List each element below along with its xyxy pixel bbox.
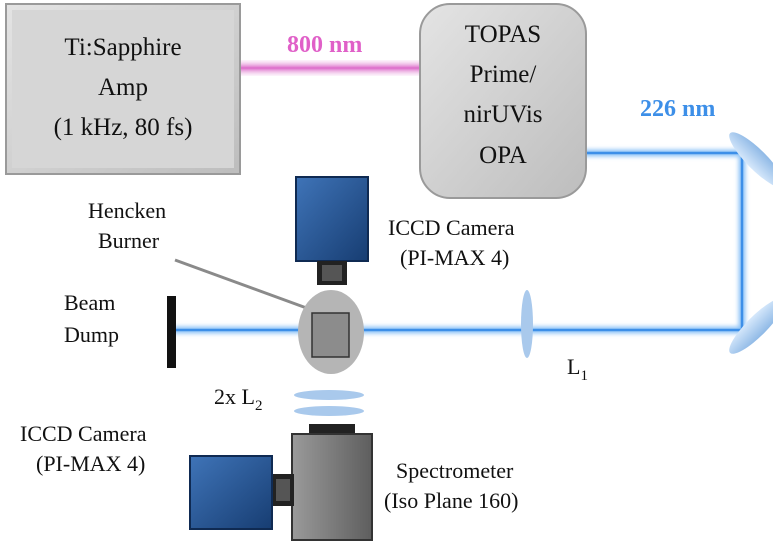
hencken-burner <box>311 312 350 358</box>
mirror-top-right <box>729 132 773 188</box>
opa-label-1: TOPAS <box>465 21 541 48</box>
laser-label-3: (1 kHz, 80 fs) <box>54 114 193 141</box>
beam-dump <box>167 296 176 368</box>
lens-l2-label: 2x L2 <box>214 384 262 414</box>
lens-l2-upper <box>294 390 364 400</box>
laser-label-2: Amp <box>98 74 148 101</box>
uv-wavelength-label: 226 nm <box>640 96 715 122</box>
iccd-camera-bottom <box>189 455 294 530</box>
lens-l1 <box>521 290 533 358</box>
camera-bottom-label-1: ICCD Camera <box>20 421 147 446</box>
opa-label-2: Prime/ <box>470 61 537 88</box>
spectrometer-label-1: Spectrometer <box>396 458 514 483</box>
pump-beam <box>240 60 422 76</box>
lens-l1-label: L1 <box>567 354 588 384</box>
burner-pointer-line <box>174 258 313 312</box>
camera-top-label-1: ICCD Camera <box>388 215 515 240</box>
spectrometer <box>291 424 373 541</box>
burner-label-2: Burner <box>98 228 160 253</box>
uv-beam <box>171 149 746 334</box>
spectrometer-label-2: (Iso Plane 160) <box>384 488 518 513</box>
beam-dump-label-2: Dump <box>64 322 119 347</box>
camera-bottom-label-2: (PI-MAX 4) <box>36 451 145 476</box>
pump-wavelength-label: 800 nm <box>287 32 362 58</box>
opa-label-4: OPA <box>479 142 527 169</box>
mirror-bottom-right <box>729 298 773 354</box>
burner-label-1: Hencken <box>88 198 166 223</box>
laser-label-1: Ti:Sapphire <box>64 34 181 61</box>
beam-dump-label-1: Beam <box>64 290 115 315</box>
opa-label-3: nirUVis <box>463 101 542 128</box>
lens-l2-lower <box>294 406 364 416</box>
camera-top-label-2: (PI-MAX 4) <box>400 245 509 270</box>
topas-opa: TOPAS Prime/ nirUVis OPA <box>419 3 587 199</box>
ti-sapphire-amplifier: Ti:Sapphire Amp (1 kHz, 80 fs) <box>5 3 241 175</box>
iccd-camera-top <box>295 176 369 285</box>
